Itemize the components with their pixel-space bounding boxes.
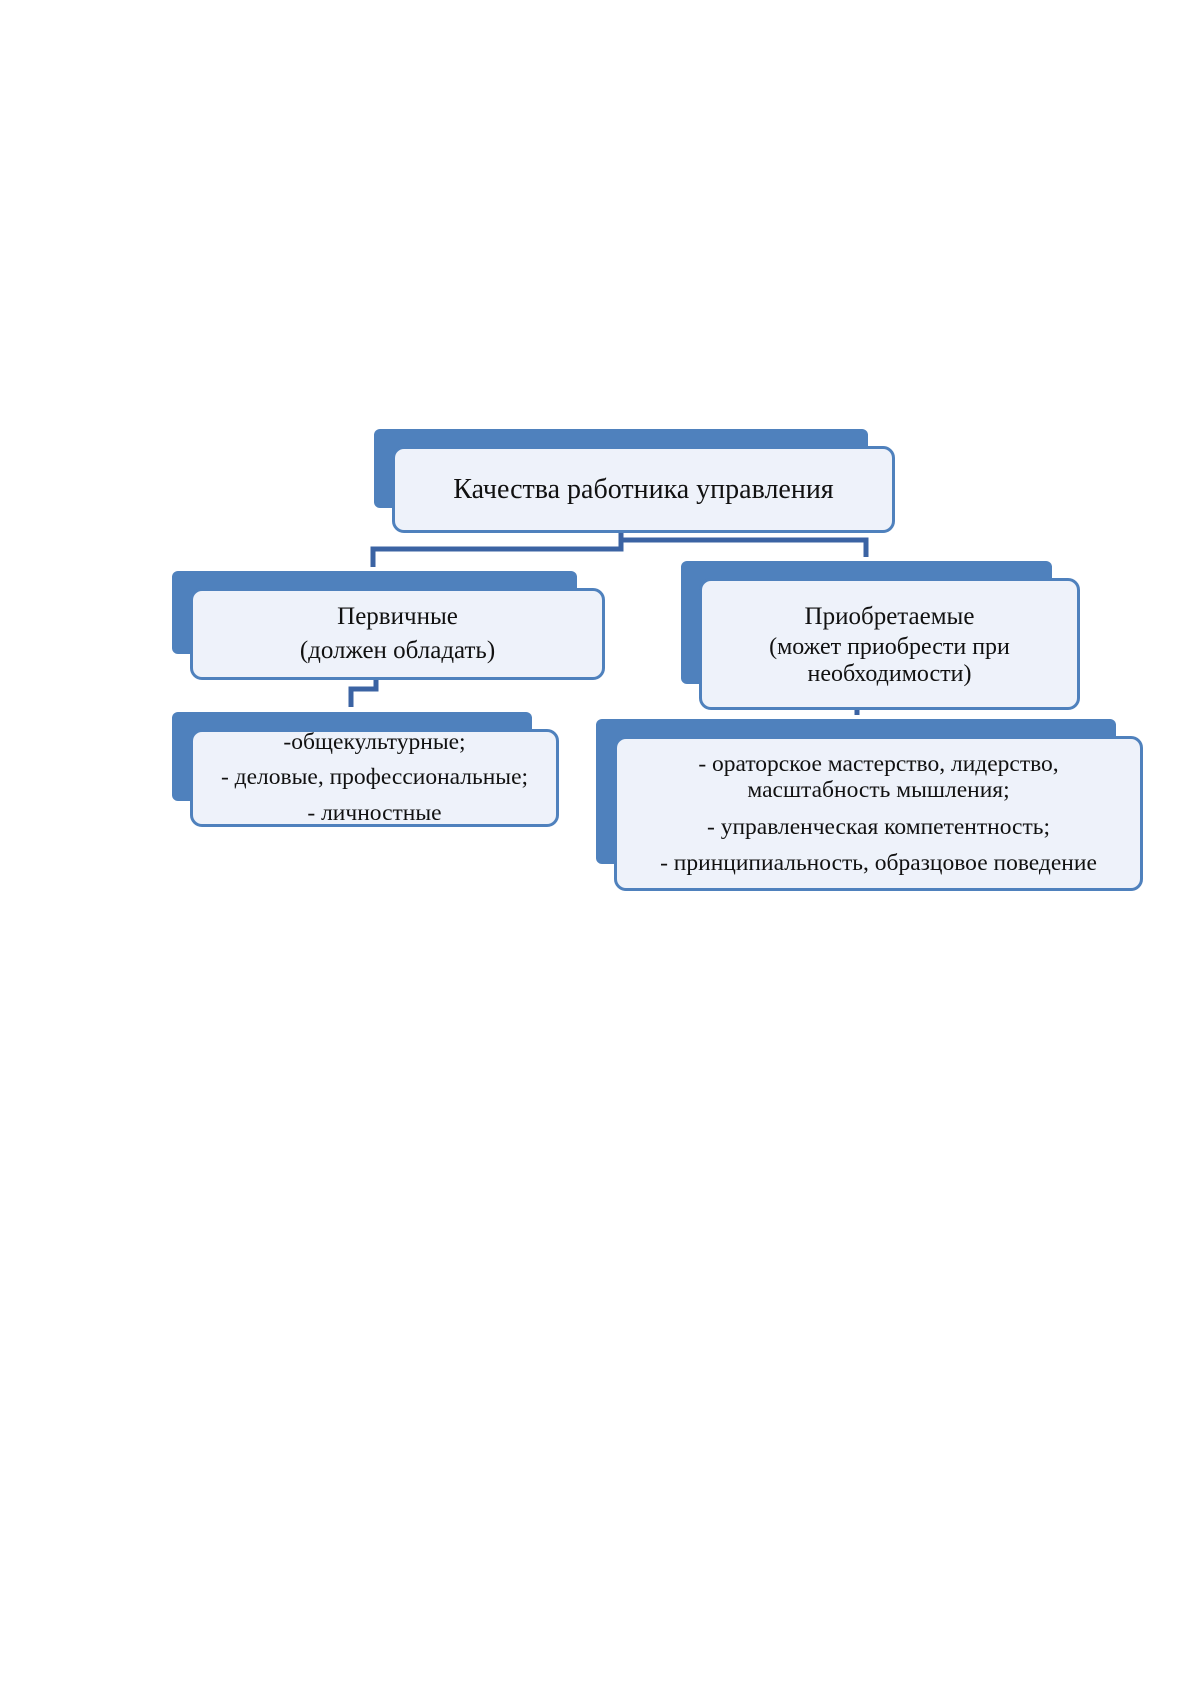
acquired-list-item: - управленческая компетентность; [707, 813, 1050, 840]
acquired-list-item: масштабность мышления; [747, 777, 1010, 804]
root-node: Качества работника управления [392, 446, 895, 533]
primary-list-item: - личностные [307, 799, 442, 826]
acquired-node-subtitle-line1: (может приобрести при [769, 634, 1010, 660]
connector-left-list [348, 676, 379, 707]
acquired-node-subtitle-line2: необходимости) [807, 660, 972, 687]
primary-list-node: -общекультурные; - деловые, профессионал… [190, 729, 559, 827]
acquired-list-item: - принципиальность, образцовое поведение [660, 849, 1097, 876]
acquired-node-title: Приобретаемые [804, 603, 975, 631]
primary-node-subtitle: (должен обладать) [299, 637, 496, 664]
acquired-node: Приобретаемые (может приобрести при необ… [699, 578, 1080, 710]
primary-node-title: Первичные [337, 603, 458, 631]
connector-root-right [621, 537, 869, 557]
primary-node: Первичные (должен обладать) [190, 588, 605, 680]
primary-list-item: -общекультурные; [283, 729, 466, 756]
acquired-list-node: - ораторское мастерство, лидерство, масш… [614, 736, 1143, 891]
primary-list-item: - деловые, профессиональные; [220, 764, 529, 791]
acquired-list-item: - ораторское мастерство, лидерство, [698, 750, 1059, 777]
root-node-label: Качества работника управления [453, 473, 834, 505]
